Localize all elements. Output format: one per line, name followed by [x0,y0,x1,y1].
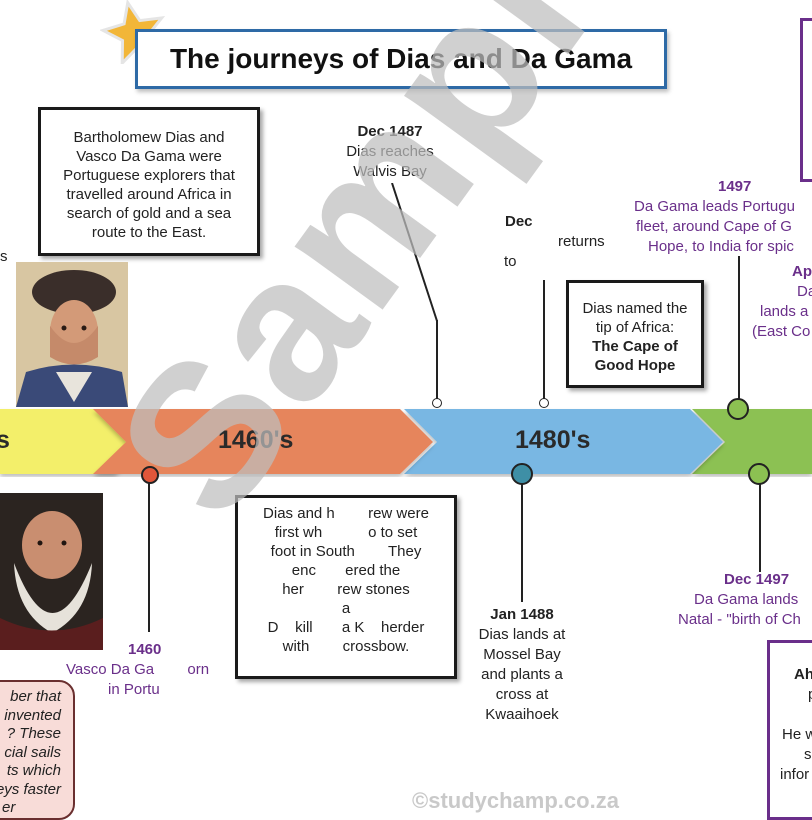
note-line: er [2,799,16,816]
crew-line: D kill a K herder [267,619,425,636]
event-1497: 1497 Da Gama leads Portugu fleet, around… [620,177,812,257]
timeline-dot-1460 [141,466,159,484]
event-dec1497: Dec 1497 Da Gama lands Natal - "birth of… [672,570,812,630]
event-jan1488: Jan 1488 Dias lands at Mossel Bay and pl… [462,605,582,725]
era-arrow-4 [692,409,812,474]
connector-dec-return [543,280,545,406]
event-date: Dec [505,213,533,230]
event-text: and plants a [481,666,563,683]
event-date: Dec 1497 [724,571,790,588]
event-text: Da Gama lands [694,591,799,608]
event-text: lands a [760,303,809,320]
event-text: Da [797,283,812,300]
era-arrow-2 [93,409,433,474]
intro-line: Vasco Da Gama were [76,148,222,165]
event-text: (East Co [752,323,811,340]
event-date: Dec 1487 [357,123,423,140]
crew-line: first wh o to set [274,524,418,541]
event-text: in Portu [108,681,160,698]
right-bottom-box: Ah p He w s infor [767,640,812,820]
note-line: cial sails [4,743,61,761]
event-text: cross at [495,686,549,703]
event-text: Dias lands at [478,626,566,643]
crew-line: foot in South They [270,543,422,560]
event-dec-return: Dec returns to [502,212,605,272]
event-date: Jan 1488 [490,606,554,623]
crew-line: Dias and h rew were [263,505,429,522]
era-label-3: 1480's [515,426,591,454]
event-text: Mossel Bay [483,646,561,663]
connector-jan1488 [521,484,523,602]
event-date: 1497 [718,178,752,195]
event-text: Dias reaches [346,143,434,160]
crew-box: Dias and h rew were first wh o to set fo… [235,495,457,679]
timeline-dot-jan1488 [511,463,533,485]
portrait-da-gama [0,493,103,650]
title-box: The journeys of Dias and Da Gama [135,29,667,89]
crew-line: with crossbow. [282,638,410,655]
event-date: Ap [792,263,812,280]
page-title: The journeys of Dias and Da Gama [169,43,633,74]
connector-dec1487 [436,320,438,406]
right-box-line: p [770,685,812,705]
intro-line: Portuguese explorers that [63,167,235,184]
right-box-line: He w [782,726,812,743]
timeline-band [0,409,812,474]
crew-line: enc ered the [291,562,401,579]
timeline-dot-dec1497 [748,463,770,485]
era-arrow-3 [404,409,723,474]
portrait-dias [16,262,128,407]
event-text: Da Gama leads Portugu [634,198,795,215]
connector-dec1487-diag [391,183,438,322]
note-line: ts which [6,762,61,779]
cape-bold: The Cape of [592,338,678,355]
right-box-line [770,705,812,725]
timeline-dot-dec1487 [432,398,442,408]
cape-line: tip of Africa: [595,319,675,336]
crew-line: her rew stones [282,581,410,598]
timeline-dot-1497 [727,398,749,420]
timeline-dot-dec-return [539,398,549,408]
note-bubble: ber that invented ? These cial sails ts … [0,680,75,820]
note-line: ber that [10,688,61,705]
copyright: ©studychamp.co.za [412,788,619,813]
event-1460: 1460 Vasco Da Ga orn in Portu [60,640,260,700]
cape-line: Dias named the [582,300,688,317]
cape-box: Dias named the tip of Africa: The Cape o… [566,280,704,388]
event-text: Walvis Bay [353,163,427,180]
intro-line: travelled around Africa in [66,186,232,203]
right-top-box [800,18,812,182]
event-text: Vasco Da Ga orn [66,661,210,678]
cape-bold: Good Hope [594,357,676,374]
intro-line: Bartholomew Dias and [73,129,225,146]
event-dec1487: Dec 1487 Dias reaches Walvis Bay [322,122,458,182]
right-box-line: s [804,746,812,763]
event-text: Hope, to India for spic [648,238,794,255]
connector-dec1497 [759,484,761,572]
left-edge-fragment: s [0,248,8,265]
intro-box: Bartholomew Dias and Vasco Da Gama were … [38,107,260,256]
right-box-line: Ah [794,666,812,683]
event-text: Natal - "birth of Ch [678,611,801,628]
era-label-1: s [0,426,10,454]
event-text: to [504,253,517,270]
connector-1460 [148,482,150,632]
connector-1497 [738,256,740,402]
era-label-2: 1460's [218,426,294,454]
intro-line: route to the East. [91,224,207,241]
event-ap: Ap Da lands a (East Co [750,262,812,342]
event-text: fleet, around Cape of G [636,218,792,235]
event-text: returns [558,233,605,250]
crew-line: a [341,600,351,617]
note-line: invented [4,706,61,724]
right-box-line: infor [780,766,810,783]
event-date: 1460 [128,641,162,658]
event-text: Kwaaihoek [485,706,559,723]
note-line: eys faster [0,780,61,798]
intro-line: search of gold and a sea [66,205,232,222]
note-line: ? These [6,725,61,742]
